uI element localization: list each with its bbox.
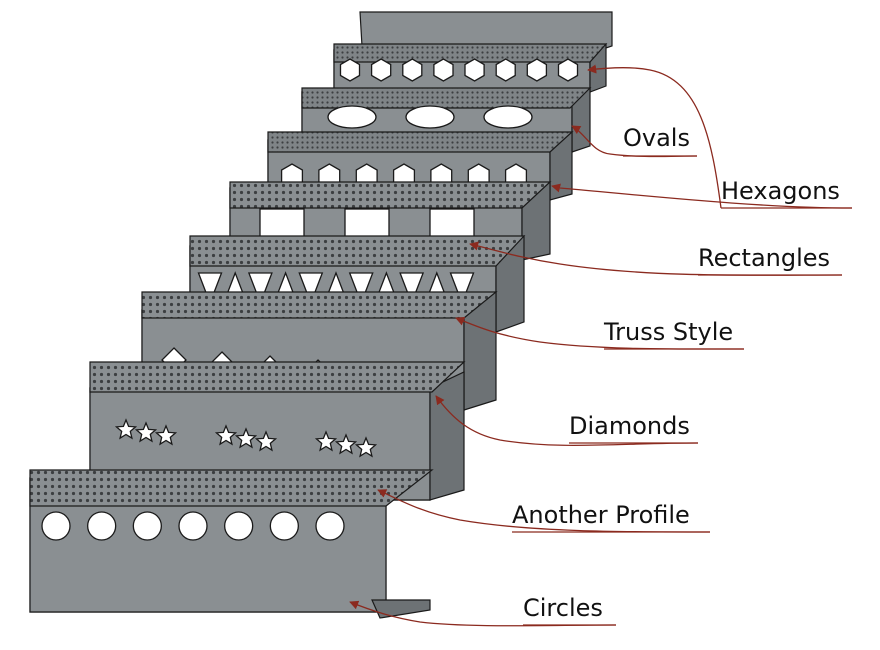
hexagon-hole <box>370 58 392 82</box>
star-hole <box>254 430 278 452</box>
stair-steps <box>29 11 613 619</box>
star-hole <box>154 424 178 446</box>
label-circles: Circles <box>523 594 603 622</box>
circle-hole <box>269 511 299 541</box>
hexagon-hole <box>495 58 516 82</box>
circle-hole <box>224 511 254 541</box>
star-hole <box>114 418 138 440</box>
star-hole <box>234 427 258 449</box>
tread-perforated <box>267 131 574 153</box>
circle-hole <box>132 511 162 541</box>
tread-perforated <box>141 291 498 319</box>
label-rectangles: Rectangles <box>698 244 830 272</box>
tread-perforated <box>29 469 434 507</box>
tread-perforated <box>189 235 526 267</box>
tread-perforated <box>229 181 552 209</box>
hexagon-hole <box>464 58 485 82</box>
tread-perforated <box>333 43 608 63</box>
hexagon-hole <box>402 58 423 82</box>
label-hexagons: Hexagons <box>721 177 840 205</box>
star-hole <box>314 430 338 452</box>
circle-hole <box>315 511 345 541</box>
step-circles <box>29 469 434 619</box>
leader-line-hexagons <box>587 64 722 209</box>
step-side <box>429 371 465 501</box>
label-ovals: Ovals <box>623 124 690 152</box>
triangle-hole <box>247 272 273 305</box>
leader-line-hexagons-2 <box>551 183 853 209</box>
label-diamonds: Diamonds <box>569 412 690 440</box>
leader-line-diamonds <box>435 395 699 447</box>
hexagon-hole <box>526 58 548 82</box>
circle-hole <box>178 511 208 541</box>
oval-hole <box>483 105 533 129</box>
triangle-hole <box>197 272 223 305</box>
step-side <box>371 599 431 619</box>
circle-hole <box>87 511 117 541</box>
circle-hole <box>41 511 71 541</box>
rectangle-hole <box>259 208 305 240</box>
triangle-hole <box>298 272 324 305</box>
tread-perforated <box>89 361 466 393</box>
triangle-hole <box>348 272 374 305</box>
tread-perforated <box>301 87 592 109</box>
rectangle-hole <box>429 208 475 240</box>
star-hole <box>334 433 358 455</box>
triangle-hole <box>399 272 425 305</box>
oval-hole <box>405 105 455 129</box>
label-another: Another Profile <box>512 501 690 529</box>
hexagon-hole <box>339 58 361 82</box>
star-hole <box>354 436 378 458</box>
step-hexagons-top <box>333 43 608 93</box>
star-hole <box>214 424 238 446</box>
star-hole <box>134 421 158 443</box>
rectangle-hole <box>344 208 390 240</box>
label-truss: Truss Style <box>603 318 733 346</box>
hexagon-hole <box>433 58 454 82</box>
oval-hole <box>327 105 377 129</box>
triangle-hole <box>449 272 475 305</box>
hexagon-hole <box>557 58 579 82</box>
